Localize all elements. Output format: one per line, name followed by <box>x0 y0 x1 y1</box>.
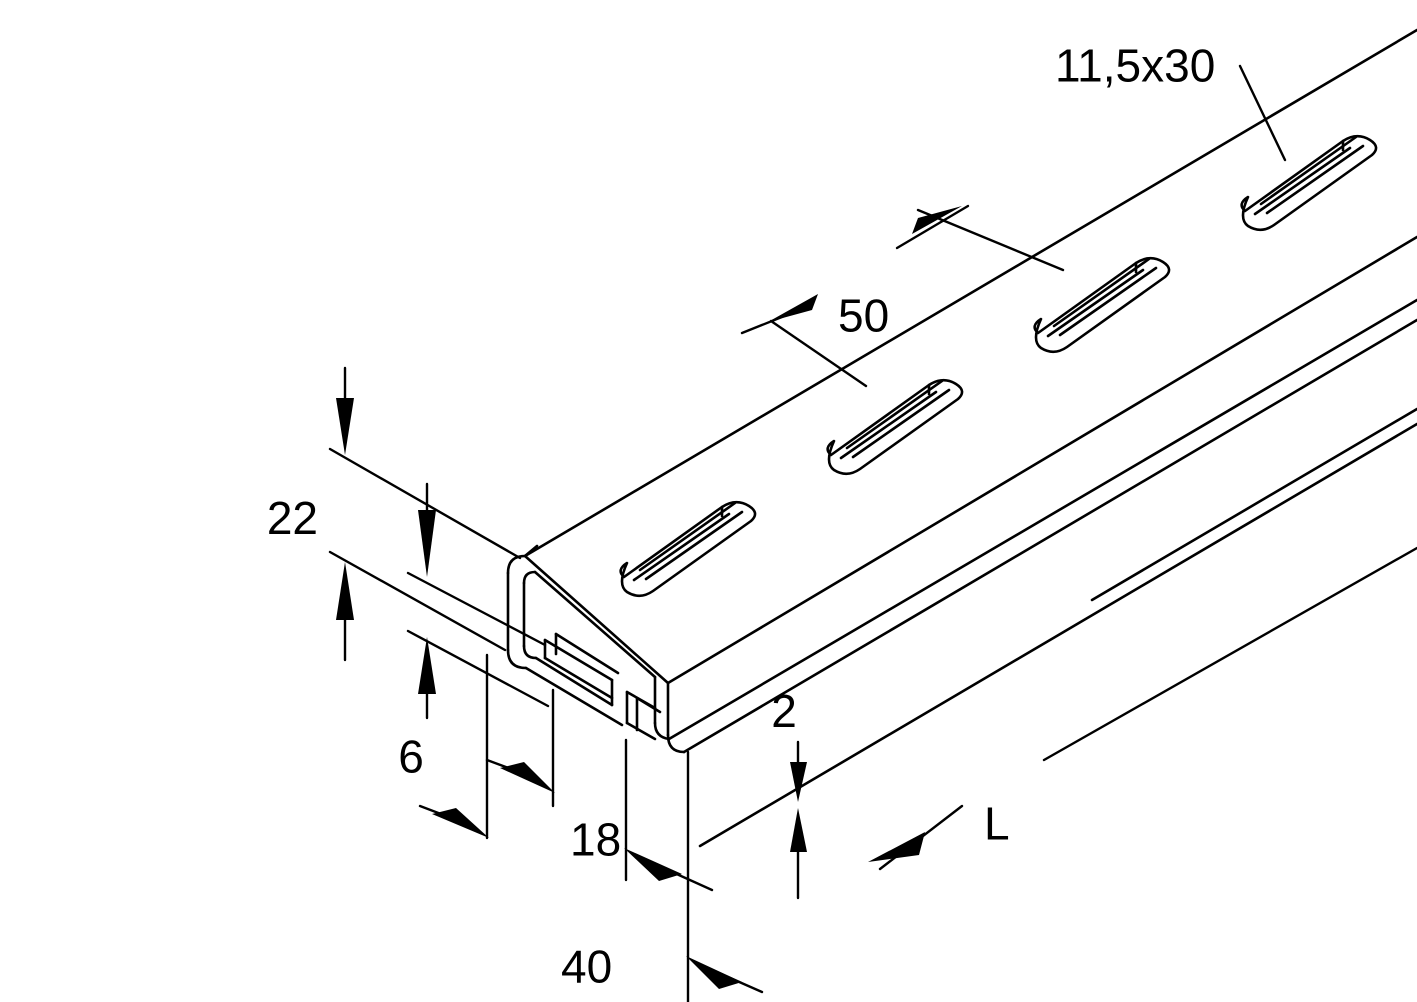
length-arrowheads <box>868 832 925 862</box>
pitch-ext-line-left <box>769 319 868 388</box>
inner-corner-bottom-left <box>522 644 538 660</box>
lipgap-arrow-down <box>418 510 436 577</box>
slot-1-outer <box>619 500 757 598</box>
lip-gap-label: 6 <box>398 731 424 783</box>
top-face-front-edge <box>666 235 1417 685</box>
inner-top-slant <box>533 570 657 679</box>
slot-1-inner-low <box>632 512 731 582</box>
bottom-opening-outer-edge <box>682 318 1417 754</box>
lipgap-arrow-up <box>418 637 436 694</box>
slot-4-inner-top <box>1259 135 1358 206</box>
dim-slot-size <box>1238 64 1287 162</box>
outer-corner-top-left <box>506 554 527 575</box>
slot-pitch-label: 50 <box>838 290 889 342</box>
slot-3-inner-top <box>1052 257 1151 328</box>
slot-2 <box>826 378 964 476</box>
height-arrow-up <box>336 562 354 620</box>
channel-body <box>506 28 1417 754</box>
lipgap-arrowheads <box>418 510 436 694</box>
pitch-arrow-left <box>768 294 818 322</box>
thickness-arrow-down <box>790 762 807 802</box>
channel-long-edges <box>698 407 1417 848</box>
slot-1 <box>619 500 757 598</box>
inner-width-label: 18 <box>570 814 621 866</box>
slot-2-outer <box>826 378 964 476</box>
outer-bottom-left-lip <box>524 666 624 727</box>
outer-width-label: 40 <box>561 941 612 993</box>
inner-corner-top-left <box>522 570 537 585</box>
height-arrow-down <box>336 398 354 455</box>
outerw-arrow-left <box>432 808 489 838</box>
slot-2-inner-top <box>845 379 944 450</box>
slot-1-inner-top <box>638 501 737 572</box>
long-edge-lower-flange-front <box>698 422 1417 848</box>
thickness-arrow-up <box>790 808 807 852</box>
left-lip-inner-top <box>554 632 620 675</box>
height-ext-line-top <box>328 447 522 560</box>
thickness-arrowheads <box>790 762 807 852</box>
long-edge-lower-web <box>1090 407 1417 602</box>
dim-height <box>328 366 522 662</box>
left-lip-front-face <box>543 656 614 700</box>
right-lip-inner-top <box>635 696 662 714</box>
pitch-arrowheads <box>768 206 962 322</box>
slot-4 <box>1240 134 1378 232</box>
slot-3-inner-low <box>1046 268 1145 338</box>
height-label: 22 <box>267 492 318 544</box>
slot-size-leader <box>1238 64 1287 162</box>
lipgap-ext-line-bottom <box>406 629 550 708</box>
slot-4-inner-low <box>1253 146 1352 216</box>
innerw-arrow-right <box>624 848 682 881</box>
length-label: L <box>984 798 1010 850</box>
pitch-arrow-right <box>912 206 962 234</box>
inner-corner-bottom-right <box>653 721 671 741</box>
height-ext-line-bottom <box>328 550 507 652</box>
thickness-label: 2 <box>771 685 797 737</box>
right-lip-front-face <box>625 721 657 741</box>
top-face-back-edge <box>523 28 1417 558</box>
length-leader-upper <box>1042 546 1417 762</box>
length-arrow <box>868 832 925 862</box>
height-arrowheads <box>336 398 354 620</box>
outerw-arrowheads <box>432 808 742 989</box>
slot-4-inner-mid <box>1265 144 1365 215</box>
innerw-arrowheads <box>500 762 682 881</box>
dim-lip-gap <box>406 482 550 720</box>
bottom-opening-inner-edge <box>667 298 1417 741</box>
outer-corner-bottom-left <box>506 648 528 670</box>
slot-3 <box>1033 256 1171 354</box>
top-face-left-end <box>523 554 670 685</box>
slot-2-inner-mid <box>851 388 951 459</box>
outerw-arrow-right <box>686 956 742 989</box>
innerw-arrow-left <box>500 762 555 793</box>
slot-4-outer <box>1240 134 1378 232</box>
top-end-corner-a <box>523 544 539 558</box>
slot-2-inner-low <box>839 390 938 460</box>
slot-3-outer <box>1033 256 1171 354</box>
inner-bottom-left-lip-top <box>534 656 614 707</box>
pitch-dim-line-right <box>895 204 970 250</box>
slot-1-inner-mid <box>644 510 744 581</box>
slot-group <box>619 134 1378 598</box>
slot-size-label: 11,5x30 <box>1055 40 1215 92</box>
slot-3-inner-mid <box>1058 266 1158 337</box>
lipgap-ext-line-top <box>406 571 547 647</box>
